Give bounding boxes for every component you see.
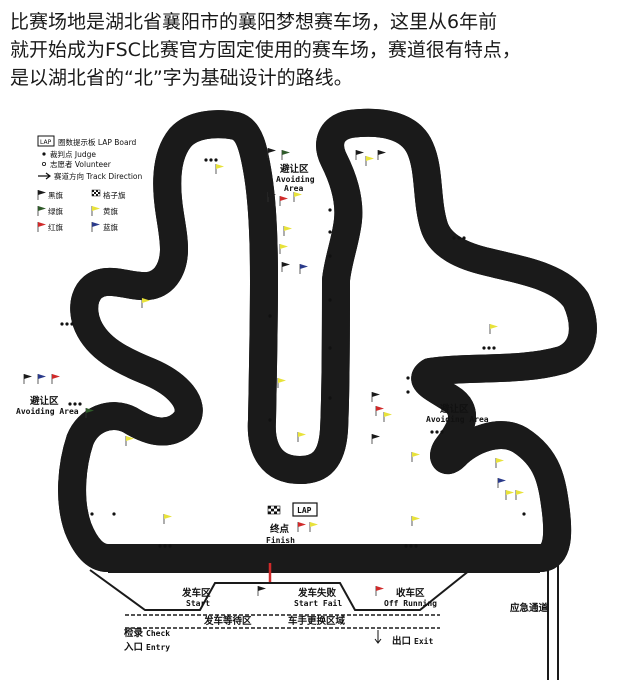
check-en: Check bbox=[146, 629, 170, 638]
lap-board bbox=[292, 502, 318, 517]
legend-judge: 裁判点 Judge bbox=[50, 149, 96, 159]
avoiding-area-right-cn: 避让区 bbox=[440, 403, 469, 415]
exit-cn: 出口 bbox=[392, 635, 411, 647]
start-cn: 发车区 bbox=[181, 587, 211, 599]
start-waiting-area: 发车等待区 bbox=[203, 615, 252, 627]
lap-board-label: LAP bbox=[297, 506, 312, 515]
judge-points bbox=[60, 158, 526, 548]
entry-en: Entry bbox=[146, 643, 170, 652]
legend-volunteer: 志愿者 Volunteer bbox=[50, 159, 112, 169]
avoiding-area-left-en: Avoiding Area bbox=[16, 406, 79, 416]
red-flag-icon bbox=[37, 221, 47, 233]
exit-arrow-icon bbox=[374, 630, 382, 644]
finish-en: Finish bbox=[266, 535, 295, 545]
start-en: Start bbox=[186, 599, 210, 608]
start-fail-en: Start Fail bbox=[294, 598, 342, 608]
caption-line-3: 是以湖北省的“北”字为基础设计的路线。 bbox=[10, 67, 353, 89]
green-flag-icon bbox=[37, 205, 47, 217]
legend-blue-flag: 蓝旗 bbox=[103, 222, 118, 232]
avoiding-area-right-en: Avoiding Area bbox=[426, 414, 489, 424]
judge-icon bbox=[42, 152, 46, 156]
entry-cn: 入口 bbox=[123, 642, 143, 653]
blue-flag-icon bbox=[91, 221, 101, 233]
avoiding-area-top-en1: Avoiding bbox=[276, 174, 315, 184]
map-labels: 避让区 Avoiding Area 避让区 Avoiding Area 避让区 … bbox=[16, 163, 549, 653]
yellow-flag-icon bbox=[91, 205, 101, 217]
legend-red-flag: 红旗 bbox=[48, 222, 63, 232]
legend-track-direction: 赛道方向 Track Direction bbox=[54, 171, 143, 181]
caption-line-1: 比赛场地是湖北省襄阳市的襄阳梦想赛车场，这里从6年前 bbox=[10, 11, 498, 33]
check-cn: 检录 bbox=[124, 627, 144, 639]
black-flag-icon bbox=[37, 189, 47, 201]
legend-yellow-flag: 黄旗 bbox=[103, 206, 118, 216]
legend-lap-box: LAP bbox=[40, 139, 52, 146]
start-fail-cn: 发车失败 bbox=[297, 587, 337, 599]
legend-checkered-flag: 格子旗 bbox=[103, 190, 126, 200]
checkered-flag-icon bbox=[91, 189, 101, 197]
off-running-cn: 收车区 bbox=[396, 587, 425, 599]
caption: 比赛场地是湖北省襄阳市的襄阳梦想赛车场，这里从6年前 就开始成为FSC比赛官方固… bbox=[10, 8, 614, 92]
avoiding-area-left-cn: 避让区 bbox=[30, 395, 59, 407]
avoiding-area-top-cn: 避让区 bbox=[280, 163, 309, 175]
driver-change-area: 车手更换区域 bbox=[288, 615, 346, 627]
legend-green-flag: 绿旗 bbox=[48, 206, 63, 216]
legend: LAP 圈数提示板 LAP Board 裁判点 Judge 志愿者 Volunt… bbox=[37, 135, 143, 233]
lap-board-icon bbox=[37, 135, 55, 147]
avoiding-area-top-en2: Area bbox=[284, 184, 303, 193]
checkered-flag-icon bbox=[267, 505, 281, 515]
volunteer-icon bbox=[42, 161, 47, 166]
finish-cn: 终点 bbox=[269, 523, 290, 535]
emergency-lane: 应急通道 bbox=[510, 602, 549, 614]
legend-lap-board: 圈数提示板 LAP Board bbox=[58, 137, 137, 147]
exit-en: Exit bbox=[414, 636, 433, 646]
arrow-icon bbox=[38, 172, 51, 180]
track bbox=[72, 123, 583, 680]
off-running-en: Off Running bbox=[384, 598, 437, 608]
legend-black-flag: 黑旗 bbox=[48, 190, 63, 200]
caption-line-2: 就开始成为FSC比赛官方固定使用的赛车场，赛道很有特点， bbox=[10, 39, 521, 61]
